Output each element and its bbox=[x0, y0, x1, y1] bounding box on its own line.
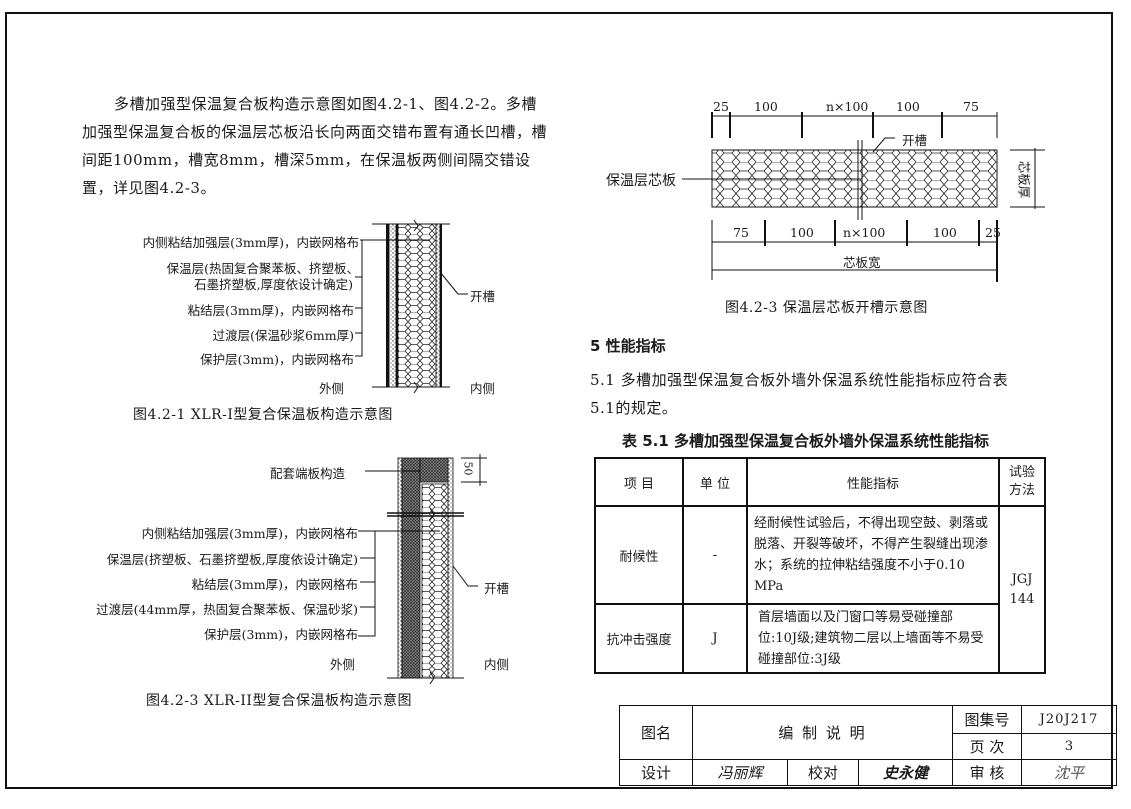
fig2-caption: 图4.2-3 XLR-II型复合保温板构造示意图 bbox=[146, 693, 412, 709]
intro-paragraph: 多槽加强型保温复合板构造示意图如图4.2-1、图4.2-2。多槽加强型保温复合板… bbox=[82, 90, 552, 202]
fig2-end-plate-label: 配套端板构造 bbox=[270, 466, 346, 481]
fig2-groove-label: 开槽 bbox=[484, 581, 510, 596]
table-header-row: 项 目 单 位 性能指标 试验方法 bbox=[594, 457, 1046, 507]
fig3-bottom-dim-5: 25 bbox=[985, 225, 1001, 240]
fig2-label-bond: 粘结层(3mm厚)，内嵌网格布 bbox=[191, 577, 358, 592]
fig1-caption: 图4.2-1 XLR-I型复合保温板构造示意图 bbox=[133, 407, 393, 423]
fig2-outside-label: 外侧 bbox=[330, 657, 356, 672]
row-item: 耐候性 bbox=[594, 505, 684, 605]
fig1-label-insulation-1: 保温层(热固复合聚苯板、挤塑板、 bbox=[166, 261, 359, 276]
drawing-name: 编 制 说 明 bbox=[692, 705, 953, 760]
check-signature: 史永健 bbox=[858, 759, 953, 786]
review-signature: 沈平 bbox=[1021, 759, 1117, 786]
fig2-label-protective: 保护层(3mm)，内嵌网格布 bbox=[204, 627, 358, 642]
row-item: 抗冲击强度 bbox=[594, 603, 684, 674]
intro-text: 多槽加强型保温复合板构造示意图如图4.2-1、图4.2-2。多槽加强型保温复合板… bbox=[82, 95, 548, 197]
title-block: 图名 编 制 说 明 图集号 J20J217 页 次 3 设计 冯丽辉 校对 史… bbox=[619, 705, 1117, 786]
section-5-heading: 5 性能指标 bbox=[590, 337, 666, 355]
figure-2-wall-section bbox=[358, 454, 487, 685]
fig3-top-dim-2: 100 bbox=[754, 99, 778, 114]
performance-table: 项 目 单 位 性能指标 试验方法 耐候性 - 经耐候性试验后，不得出现空鼓、剥… bbox=[594, 457, 1046, 674]
table-row: 耐候性 - 经耐候性试验后，不得出现空鼓、剥落或脱落、开裂等破坏，不得产生裂缝出… bbox=[594, 505, 1046, 674]
atlas-no: J20J217 bbox=[1021, 705, 1117, 734]
fig1-label-transition: 过渡层(保温砂浆6mm厚) bbox=[212, 328, 354, 343]
fig3-groove-label: 开槽 bbox=[902, 133, 928, 148]
section-5-clause: 5.1 多槽加强型保温复合板外墙外保温系统性能指标应符合表5.1的规定。 bbox=[590, 371, 1009, 417]
fig3-bottom-dim-1: 75 bbox=[733, 225, 749, 240]
table-5-1-title: 表 5.1 多槽加强型保温复合板外墙外保温系统性能指标 bbox=[622, 432, 990, 450]
fig1-label-insulation-2: 石墨挤塑板,厚度依设计确定) bbox=[194, 277, 353, 292]
fig3-thickness-label: 芯板厚 bbox=[1016, 160, 1032, 199]
fig1-label-protective: 保护层(3mm)，内嵌网格布 bbox=[200, 352, 354, 367]
fig3-bottom-dim-3: n×100 bbox=[843, 225, 886, 240]
design-label: 设计 bbox=[619, 759, 693, 786]
fig1-groove-label: 开槽 bbox=[470, 289, 496, 304]
fig3-core-label: 保温层芯板 bbox=[606, 173, 676, 189]
row-unit: J bbox=[682, 603, 748, 674]
fig2-label-inner-bond: 内侧粘结加强层(3mm厚)，内嵌网格布 bbox=[141, 526, 358, 541]
fig1-label-inner-bond: 内侧粘结加强层(3mm厚)，内嵌网格布 bbox=[142, 235, 359, 250]
review-label: 审 核 bbox=[952, 759, 1022, 786]
fig2-label-transition: 过渡层(44mm厚，热固复合聚苯板、保温砂浆) bbox=[96, 602, 358, 617]
fig2-label-insulation: 保温层(挤塑板、石墨挤塑板,厚度依设计确定) bbox=[106, 552, 358, 567]
drawing-frame bbox=[5, 12, 1113, 789]
row-method: JGJ 144 bbox=[998, 505, 1046, 674]
row-unit: - bbox=[682, 505, 748, 605]
fig1-outside-label: 外侧 bbox=[319, 381, 345, 396]
atlas-no-label: 图集号 bbox=[952, 705, 1022, 734]
row-spec: 经耐候性试验后，不得出现空鼓、剥落或脱落、开裂等破坏，不得产生裂缝出现渗水；系统… bbox=[746, 505, 1000, 605]
row-spec: 首层墙面以及门窗口等易受碰撞部位:10J级;建筑物二层以上墙面等不易受碰撞部位:… bbox=[746, 603, 1000, 674]
page-number: 3 bbox=[1021, 733, 1117, 760]
header-item: 项 目 bbox=[594, 457, 684, 507]
fig3-top-dim-1: 25 bbox=[713, 99, 729, 114]
fig3-top-dim-3: n×100 bbox=[826, 99, 869, 114]
fig3-width-label: 芯板宽 bbox=[843, 255, 881, 270]
figure-1-wall-section bbox=[355, 219, 468, 394]
fig1-label-bond: 粘结层(3mm厚)，内嵌网格布 bbox=[187, 303, 354, 318]
fig3-caption: 图4.2-3 保温层芯板开槽示意图 bbox=[725, 300, 928, 316]
header-unit: 单 位 bbox=[682, 457, 748, 507]
fig3-bottom-dim-2: 100 bbox=[790, 225, 814, 240]
design-signature: 冯丽辉 bbox=[692, 759, 788, 786]
fig2-inside-label: 内侧 bbox=[484, 657, 510, 672]
header-spec: 性能指标 bbox=[746, 457, 1000, 507]
fig3-top-dim-4: 100 bbox=[896, 99, 920, 114]
page-label: 页 次 bbox=[952, 733, 1022, 760]
header-method: 试验方法 bbox=[998, 457, 1046, 507]
check-label: 校对 bbox=[787, 759, 859, 786]
table-row: 抗冲击强度 J 首层墙面以及门窗口等易受碰撞部位:10J级;建筑物二层以上墙面等… bbox=[594, 603, 1045, 674]
figure-3-core-board bbox=[682, 112, 1045, 282]
fig2-dim-50: 50 bbox=[461, 461, 475, 476]
fig3-top-dim-5: 75 bbox=[963, 99, 979, 114]
fig3-bottom-dim-4: 100 bbox=[933, 225, 957, 240]
fig1-inside-label: 内侧 bbox=[470, 381, 496, 396]
drawing-name-label: 图名 bbox=[619, 705, 693, 760]
